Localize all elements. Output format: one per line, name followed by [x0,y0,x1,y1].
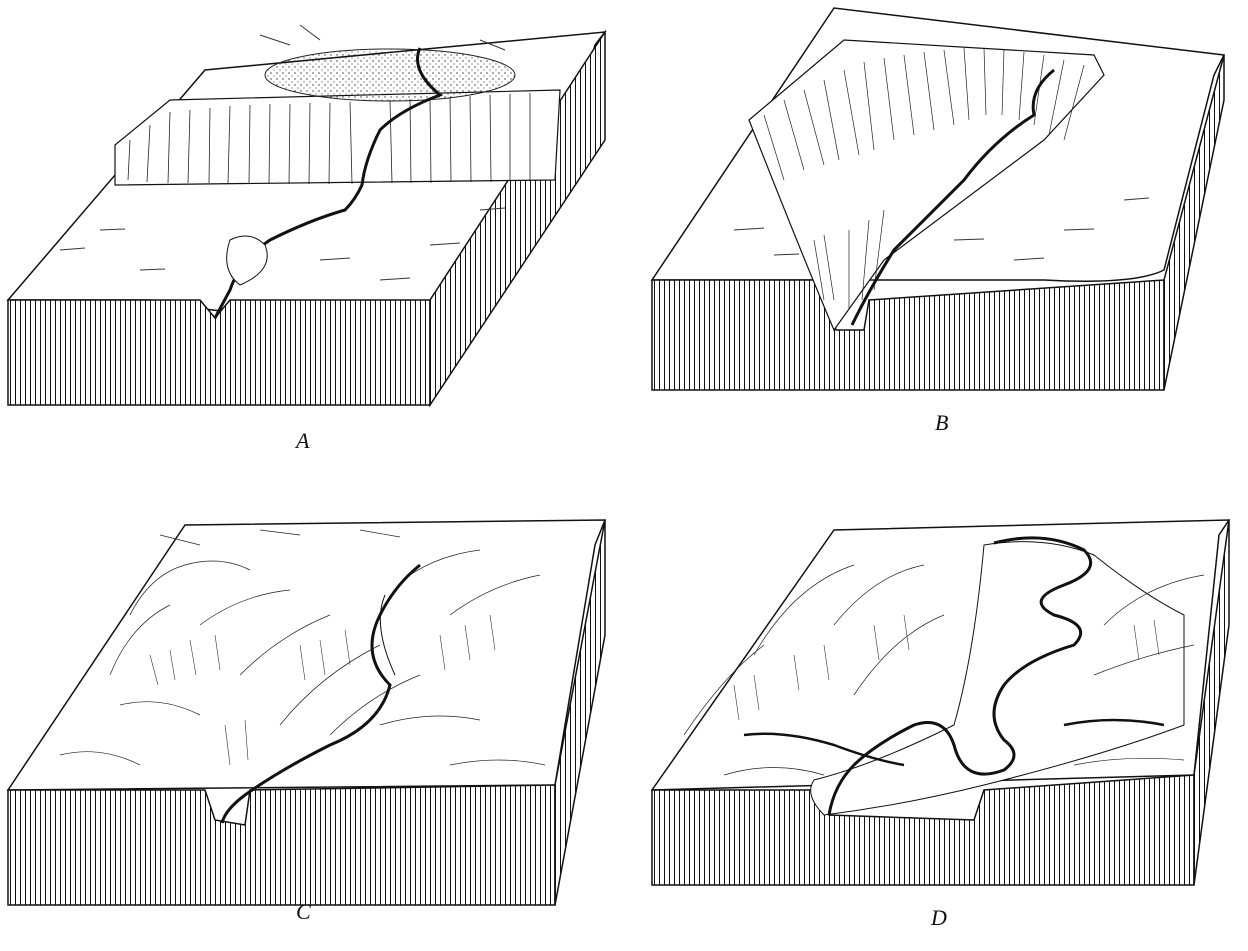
block-diagram-d: D [624,475,1248,951]
lake [265,49,515,101]
block-diagram-c: C [0,475,624,951]
block-diagram-d-svg [624,475,1248,951]
caption-d: D [931,905,947,931]
top-surface [8,520,605,790]
caption-b: B [935,410,948,436]
front-face [8,785,555,905]
caption-a: A [296,428,309,454]
caption-c: C [296,899,311,925]
escarpment [115,90,560,185]
block-diagram-a-svg [0,0,624,475]
block-diagram-c-svg [0,475,624,951]
front-face [8,300,430,405]
block-diagram-b: B [624,0,1248,475]
front-face [652,280,1164,390]
block-diagram-a: A [0,0,624,475]
block-diagram-b-svg [624,0,1248,475]
